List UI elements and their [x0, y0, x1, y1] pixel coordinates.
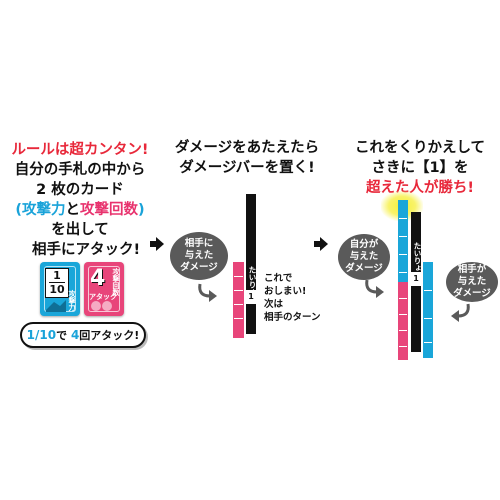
health-bar: たいりょく 1 [246, 194, 257, 334]
rules-line-5: を出して [51, 222, 109, 238]
attack-count-term: 攻撃回数 [80, 202, 138, 218]
health-max-value: 1 [411, 272, 421, 286]
curved-arrow-icon [365, 279, 384, 298]
attack-power-card: 1 10 攻撃力 [40, 262, 80, 316]
step2-heading: ダメージをあたえたら ダメージバーを置く! [174, 140, 320, 176]
rules-line-3: 2 枚のカード [36, 182, 124, 198]
rules-headline: ルールは超カンタン! [11, 142, 149, 158]
rules-line-6: 相手にアタック! [32, 242, 141, 258]
attack-count-card: 4 アタック 攻撃回数 [84, 262, 124, 316]
attack-illustration-icon [46, 300, 66, 312]
burst-icon [91, 301, 112, 311]
curved-arrow-icon [198, 283, 217, 302]
health-bar: たいりょく 1 [411, 212, 422, 352]
damage-bubble: 相手に 与えた ダメージ [170, 232, 228, 280]
fraction-value: 1 10 [45, 268, 69, 298]
own-damage-bubble: 自分が 与えた ダメージ [338, 234, 390, 280]
rules-line-2: 自分の手札の中から [14, 162, 146, 178]
damage-bar [233, 262, 244, 338]
curved-arrow-icon [451, 303, 470, 322]
arrow-right-icon [150, 237, 164, 251]
opponent-damage-bubble: 相手が 与えた ダメージ [446, 262, 498, 302]
attack-count-value: 4 [90, 266, 106, 291]
example-pill: 1/10で 4回アタック! [20, 322, 146, 348]
attack-power-term: 攻撃力 [22, 202, 66, 218]
opponent-damage-bar [423, 262, 433, 358]
own-damage-bar [398, 200, 408, 360]
rules-intro-text: ルールは超カンタン! 自分の手札の中から 2 枚のカード (攻撃力と攻撃回数) … [0, 140, 160, 260]
arrow-right-icon [314, 237, 328, 251]
step3-heading: これをくりかえして さきに【1】を 超えた人が勝ち! [354, 140, 486, 196]
end-turn-text: これで おしまい! 次は 相手のターン [264, 273, 321, 323]
rules-line-4: (攻撃力と攻撃回数) [15, 202, 145, 218]
own-damage-bar-lower [398, 282, 408, 360]
health-max-value: 1 [246, 290, 256, 304]
